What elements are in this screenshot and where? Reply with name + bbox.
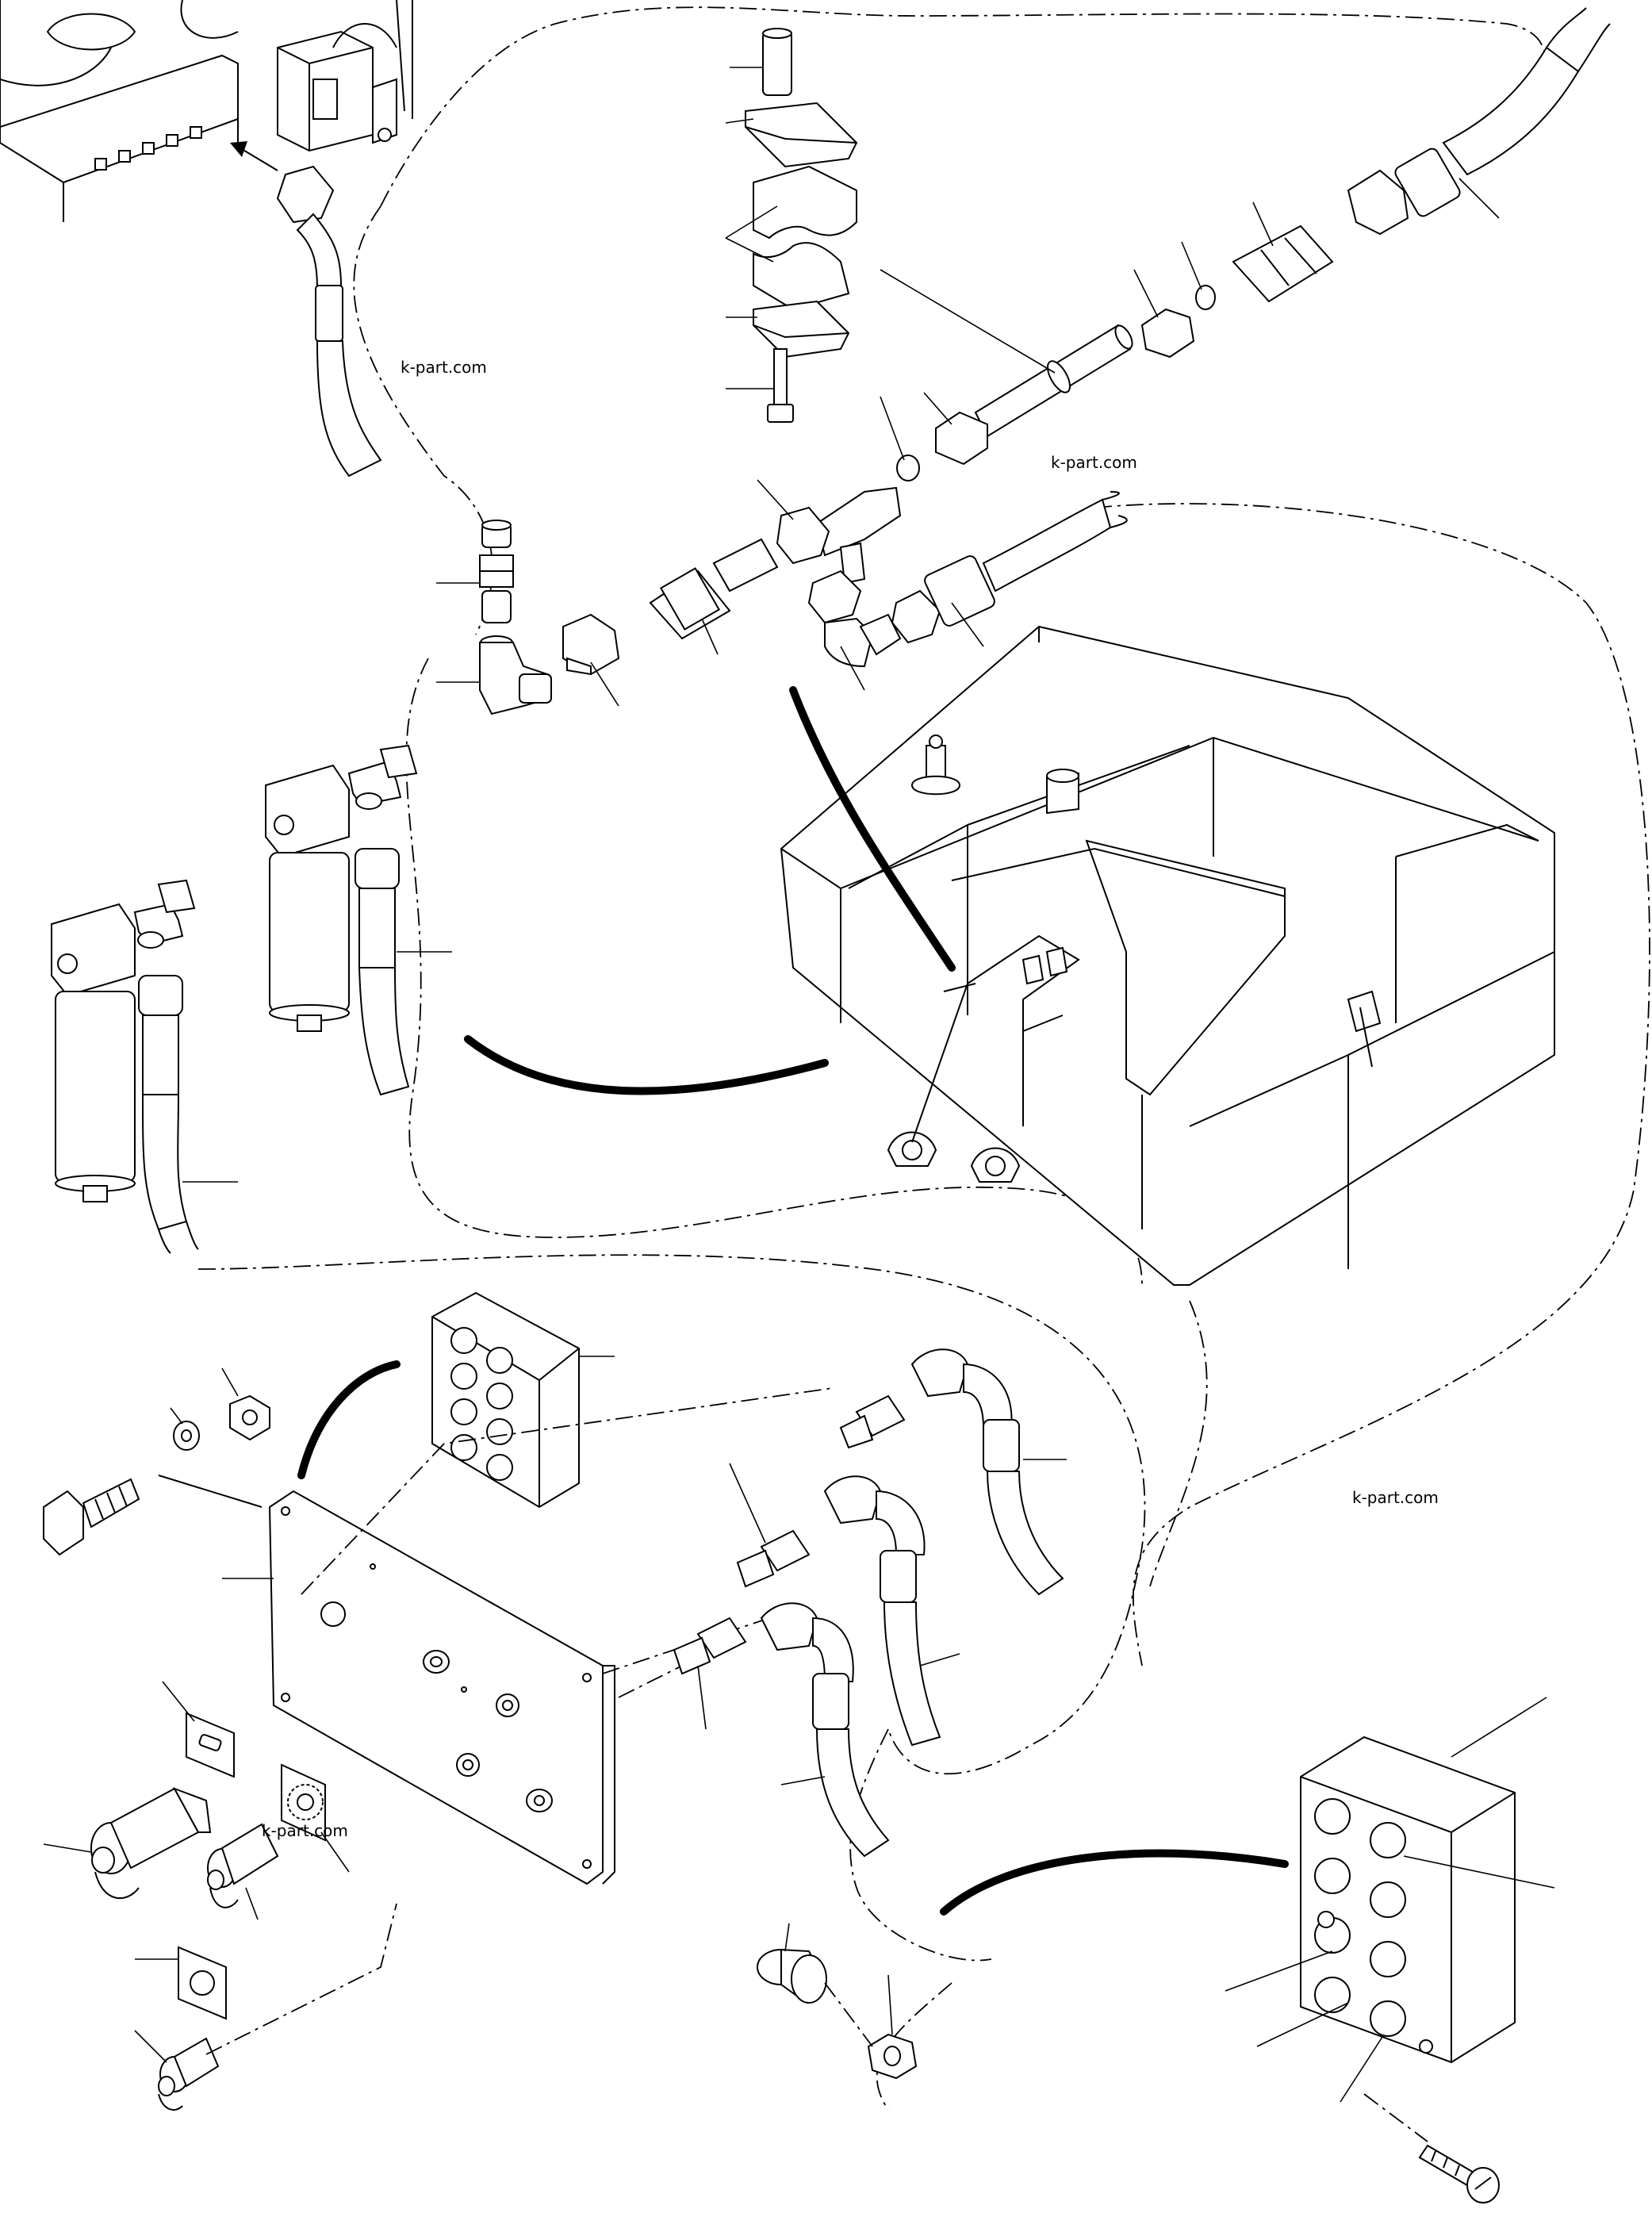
sweep-arrow-3 bbox=[297, 1360, 401, 1479]
filter-right bbox=[265, 744, 418, 1096]
coupler-hose-middle bbox=[736, 1475, 941, 1747]
dust-cap-coupler bbox=[158, 1903, 397, 2111]
machine-top-left-block bbox=[0, 0, 413, 222]
coupler-hose-lower bbox=[673, 1602, 890, 1858]
switch-buttons-upper bbox=[450, 1327, 513, 1481]
tee-leaders bbox=[757, 392, 984, 691]
upper-pipe-leaders bbox=[880, 178, 1500, 374]
switch-box-lower-leaders bbox=[1225, 1697, 1555, 2103]
label-plate-1 bbox=[186, 1712, 235, 1778]
coupler-middle-leaders bbox=[729, 1463, 960, 1666]
watermark-1: k-part.com bbox=[401, 358, 487, 377]
watermark-2: k-part.com bbox=[1051, 453, 1137, 472]
plate-ports bbox=[423, 1650, 553, 1812]
gear-label-plate bbox=[281, 1763, 326, 1842]
left-fitting-leaders bbox=[436, 582, 719, 707]
coupler-hose-upper bbox=[839, 1348, 1064, 1596]
pipe-clamp-stack bbox=[745, 28, 858, 423]
assembly-boundary-lines bbox=[197, 6, 1650, 2111]
switch-box-lower bbox=[1300, 1735, 1516, 2064]
watermark-4: k-part.com bbox=[1352, 1488, 1439, 1507]
flow-arrow bbox=[237, 146, 278, 171]
plug-leaders bbox=[784, 1923, 893, 2035]
sweep-arrow-2 bbox=[464, 1035, 829, 1095]
label-plate-2 bbox=[178, 1946, 227, 2020]
quick-coupler-small bbox=[207, 1823, 279, 1908]
hose-top-left bbox=[276, 165, 382, 477]
switch-box-upper bbox=[431, 1291, 580, 1509]
arrow-head-icon bbox=[230, 141, 247, 157]
port-row bbox=[94, 126, 202, 171]
clamp-leaders bbox=[725, 67, 778, 389]
left-fitting-cluster bbox=[479, 520, 779, 715]
switch-buttons-lower bbox=[1314, 1798, 1433, 2054]
sweep-arrow-1 bbox=[789, 686, 956, 972]
gear-label-leader bbox=[320, 1831, 350, 1873]
bolt-washer-nut bbox=[43, 1394, 270, 1556]
sweep-arrow-4 bbox=[940, 1849, 1289, 1916]
filter-left bbox=[51, 879, 199, 1254]
quick-coupler-large-leader bbox=[43, 1843, 92, 1853]
coupler-lower-leaders bbox=[697, 1665, 826, 1785]
upper-pipe-line bbox=[974, 7, 1611, 438]
watermark-3: k-part.com bbox=[262, 1821, 348, 1840]
label-plate-1-leader bbox=[162, 1681, 195, 1722]
quick-coupler-large bbox=[90, 1787, 212, 1900]
screw-bottom-right bbox=[1363, 2093, 1500, 2203]
tank-frame-assembly bbox=[780, 625, 1555, 1286]
dust-cap-leader bbox=[134, 2030, 167, 2063]
plug-and-nut bbox=[757, 1948, 918, 2080]
quick-coupler-small-leader bbox=[245, 1887, 259, 1920]
mounting-plate bbox=[268, 1387, 834, 1885]
tee-fitting-group bbox=[776, 411, 1128, 668]
bolt-leaders bbox=[170, 1367, 239, 1425]
